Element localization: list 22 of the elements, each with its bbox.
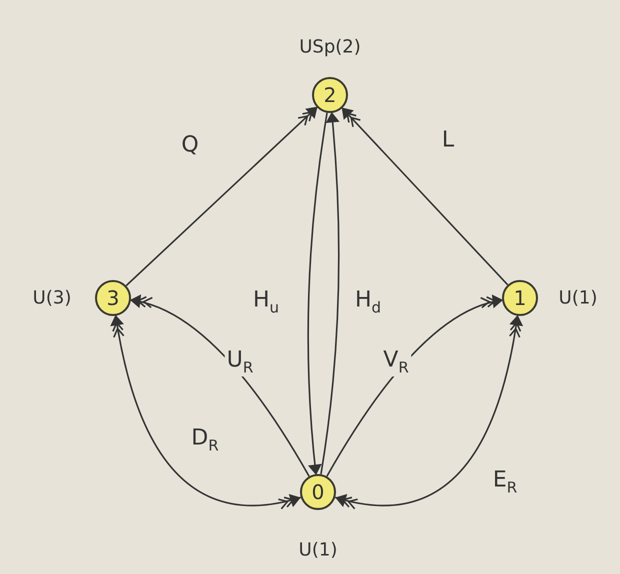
node-circle: [95, 280, 131, 316]
node-number: 0: [312, 482, 324, 502]
edge-label: U$_{R}$: [224, 348, 256, 376]
arrow: [342, 107, 508, 286]
node-number: 2: [324, 85, 336, 105]
arrow: [130, 295, 310, 477]
group-label: USp(2): [299, 36, 361, 58]
edge-label: V$_{R}$: [381, 348, 411, 376]
group-label: U(1): [558, 288, 598, 308]
arrow: [110, 315, 302, 508]
group-label: U(1): [298, 540, 338, 560]
arrow: [334, 315, 523, 508]
node-number: 1: [514, 288, 526, 308]
node-circle: [300, 474, 336, 510]
arrow: [320, 112, 340, 474]
group-label: U(3): [32, 288, 72, 308]
arrow: [326, 295, 503, 477]
arrow: [307, 112, 328, 475]
node-number: 3: [106, 288, 120, 308]
arrow: [126, 106, 318, 286]
node-circle: [312, 77, 348, 113]
node-circle: [502, 280, 538, 316]
